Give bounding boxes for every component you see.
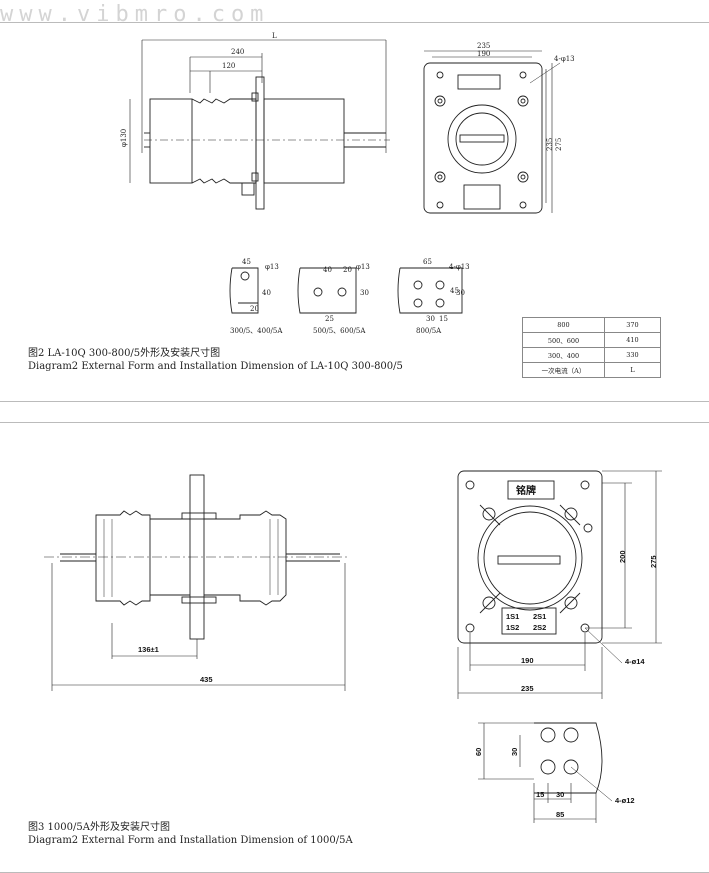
dim-holes-12: 4-ø12: [615, 796, 635, 805]
dim-190: 190: [477, 50, 490, 58]
m3-label: 800/5A: [416, 327, 442, 335]
m1-20: 20: [250, 305, 259, 313]
dim-235-top: 235: [477, 42, 490, 50]
m2-40: 40: [323, 266, 332, 274]
m3-65: 65: [423, 258, 432, 266]
mount-details: [229, 267, 463, 314]
dim-15: 15: [536, 790, 544, 799]
mount-detail-1000: [478, 722, 613, 823]
dim-phi130: φ130: [120, 129, 128, 147]
table-row: 一次电流（A）L: [522, 362, 661, 378]
dim-60: 60: [474, 748, 483, 756]
m1-label: 300/5、400/5A: [230, 327, 283, 335]
dim-275: 275: [555, 138, 563, 151]
dim-435: 435: [200, 675, 213, 684]
front-view-1000: [457, 470, 662, 699]
dim-190-1000: 190: [521, 656, 534, 665]
dim-235-1000: 235: [521, 684, 534, 693]
dim-275-1000: 275: [649, 555, 658, 568]
m2-30: 30: [360, 289, 369, 297]
m3-45: 45: [450, 287, 459, 295]
side-view: [129, 39, 390, 210]
m2-phi: φ13: [356, 263, 370, 271]
figure-3-drawing: 136±1 435 铭牌 200 275 190 235 4-ø14 1S1 2…: [44, 470, 662, 823]
dim-240: 240: [231, 48, 244, 56]
fig2-caption-cn: 图2 LA-10Q 300-800/5外形及安装尺寸图: [28, 348, 221, 359]
terminal-1s2: 1S2: [506, 623, 519, 632]
dim-136: 136±1: [138, 645, 159, 654]
m3-30b: 30: [426, 315, 435, 323]
terminal-1s1: 1S1: [506, 612, 519, 621]
front-view: [423, 50, 561, 214]
terminal-2s2: 2S2: [533, 623, 546, 632]
dim-235-right: 235: [546, 138, 554, 151]
dim-30v: 30: [510, 748, 519, 756]
m3-30: 30: [456, 289, 465, 297]
m3-15: 15: [439, 315, 448, 323]
m2-20: 20: [343, 266, 352, 274]
m2-25: 25: [325, 315, 334, 323]
dim-85: 85: [556, 810, 564, 819]
figure-2-drawing: L 240 120 φ130 235 190 4-φ13 235 275 45 …: [120, 32, 575, 335]
m1-45: 45: [242, 258, 251, 266]
fig3-caption-en: Diagram2 External Form and Installation …: [28, 835, 353, 846]
dim-holes-14: 4-ø14: [625, 657, 645, 666]
m1-phi: φ13: [265, 263, 279, 271]
dim-120: 120: [222, 62, 235, 70]
terminal-2s1: 2S1: [533, 612, 546, 621]
m1-40: 40: [262, 289, 271, 297]
fig2-caption-en: Diagram2 External Form and Installation …: [28, 361, 403, 372]
dim-L: L: [272, 32, 277, 40]
dim-30h: 30: [556, 790, 564, 799]
fig3-caption-cn: 图3 1000/5A外形及安装尺寸图: [28, 822, 170, 833]
m3-holes: 4-φ13: [449, 263, 470, 271]
nameplate-label: 铭牌: [516, 484, 536, 497]
figure-3-panel: 136±1 435 铭牌 200 275 190 235 4-ø14 1S1 2…: [0, 422, 709, 873]
side-view-1000: [44, 474, 350, 691]
dim-holes: 4-φ13: [554, 55, 575, 63]
dim-200: 200: [618, 550, 627, 563]
m2-label: 500/5、600/5A: [313, 327, 366, 335]
